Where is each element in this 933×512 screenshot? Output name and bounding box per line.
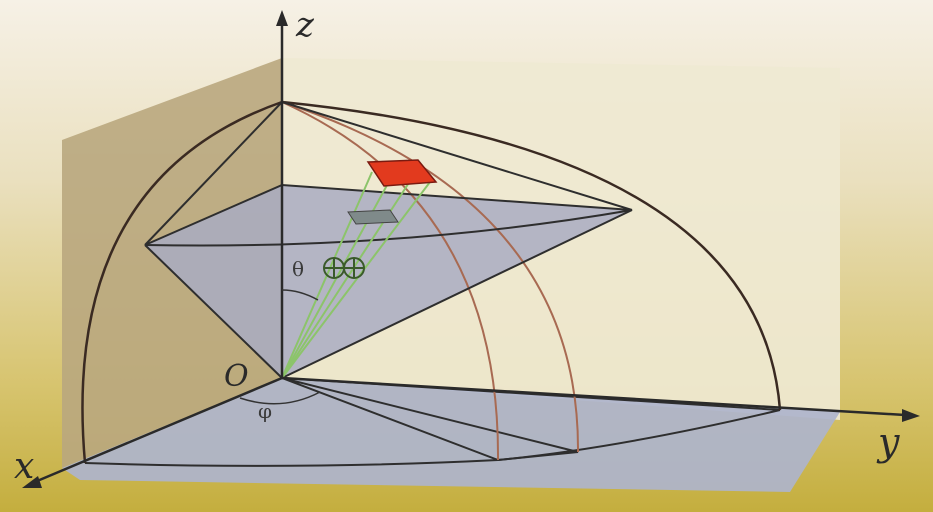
y-axis-arrow xyxy=(902,409,920,422)
x-axis-arrow xyxy=(22,476,42,488)
meridian-arc-1 xyxy=(281,101,500,461)
meridian-arc-2 xyxy=(281,101,580,453)
phi-angle-arc xyxy=(239,391,321,405)
differential-symbol-icon xyxy=(323,257,365,279)
cone-edge-left xyxy=(144,244,283,379)
volume-element-gray xyxy=(347,209,399,225)
x-axis-line xyxy=(29,376,283,486)
theta-angle-arc xyxy=(281,289,319,301)
xz-sphere-arc xyxy=(81,100,283,464)
equator-arc xyxy=(84,409,781,467)
yz-sphere-arc xyxy=(281,100,782,411)
y-axis-label: y xyxy=(876,420,900,464)
x-axis-label: x xyxy=(14,446,34,487)
theta-label: θ xyxy=(292,257,304,281)
cone-surface xyxy=(145,185,632,378)
y-axis-line xyxy=(281,376,906,417)
xy-plane-floor xyxy=(62,378,840,492)
cone-rim-front xyxy=(144,209,633,247)
z-axis-label: z xyxy=(295,5,315,45)
z-to-cone-left xyxy=(144,101,283,246)
origin-label: O xyxy=(224,359,249,394)
cone-edge-right xyxy=(281,209,633,379)
phi-label: φ xyxy=(258,399,272,423)
z-axis-arrow xyxy=(276,10,288,26)
z-to-cone-right xyxy=(281,101,633,211)
volume-element-red xyxy=(366,159,438,187)
